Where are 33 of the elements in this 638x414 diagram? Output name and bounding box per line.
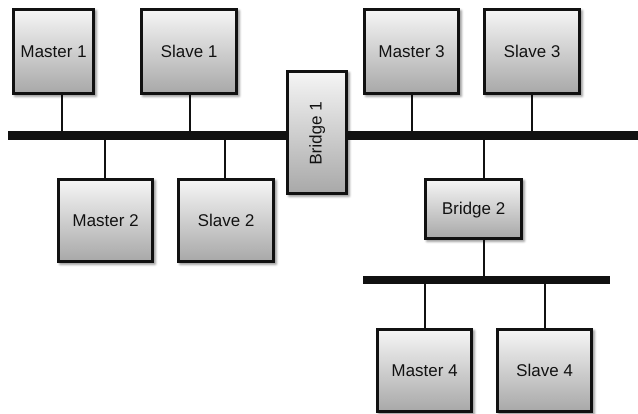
component-label: Slave 2 [198, 210, 254, 230]
component-label: Bridge 2 [442, 199, 506, 219]
component-box [286, 70, 348, 195]
component-box [376, 328, 473, 413]
component-label: Slave 3 [504, 42, 560, 62]
component-box [177, 178, 275, 263]
connector-line [104, 140, 106, 178]
connector-line [189, 95, 191, 131]
component-label: Bridge 1 [307, 100, 327, 164]
component-label: Slave 4 [516, 360, 573, 380]
component-label: Master 2 [72, 210, 139, 230]
component-box [57, 178, 154, 263]
component-box [12, 8, 95, 95]
component-label: Master 4 [391, 360, 458, 380]
component-box [496, 328, 593, 413]
component-label: Master 1 [20, 42, 87, 62]
connector-line [483, 240, 485, 276]
connector-line [61, 95, 63, 131]
connector-line [224, 140, 226, 178]
connector-line [544, 284, 546, 328]
component-box [424, 178, 523, 240]
bus-bar [8, 131, 286, 140]
component-box [140, 8, 238, 95]
component-label: Master 3 [378, 42, 445, 62]
connector-line [483, 140, 485, 178]
component-box [363, 8, 460, 95]
connector-line [531, 95, 533, 131]
component-label: Slave 1 [160, 42, 218, 62]
component-box [483, 8, 581, 95]
connector-line [411, 95, 413, 131]
bus-bar [348, 131, 638, 140]
connector-line [424, 284, 426, 328]
bus-bar [363, 276, 610, 284]
